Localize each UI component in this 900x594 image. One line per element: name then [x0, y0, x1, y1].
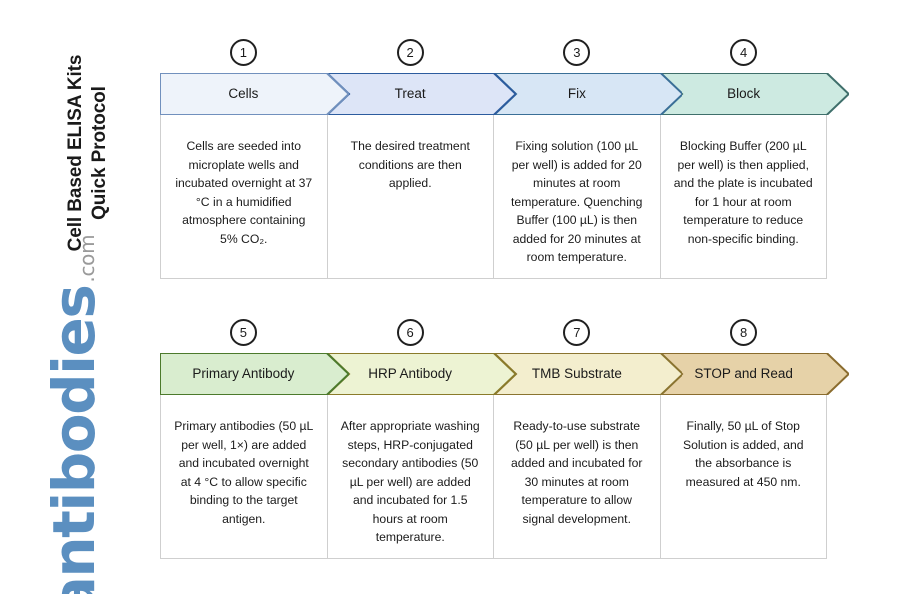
logo-wordmark: antibodies [40, 285, 108, 594]
step-description-cell-2: The desired treatment conditions are the… [328, 115, 494, 278]
step-description-cell-7: Ready-to-use substrate (50 µL per well) … [494, 395, 661, 558]
step-description-cell-6: After appropriate washing steps, HRP-con… [328, 395, 494, 558]
chevron-label: Cells [228, 85, 259, 101]
chevron-step-5[interactable]: Primary Antibody [160, 353, 349, 395]
chevron-shape [326, 353, 516, 395]
chevron-step-2[interactable]: Treat [326, 73, 516, 115]
step-number-badge-1: 1 [229, 38, 257, 66]
chevron-step-6[interactable]: HRP Antibody [326, 353, 516, 395]
chevron-shape [493, 73, 683, 115]
step-number-badge-5: 5 [229, 318, 257, 346]
step-number-cell: 8 [660, 314, 827, 350]
chevron-label: Primary Antibody [192, 365, 295, 381]
step-description-text: Blocking Buffer (200 µL per well) is the… [673, 139, 813, 246]
chevron-step-3[interactable]: Fix [493, 73, 683, 115]
step-number-cell: 4 [660, 34, 827, 70]
chevron-shape [493, 353, 683, 395]
chevron-strip-row-2: Primary Antibody HRP Antibody TMB Substrat… [160, 353, 850, 395]
step-number-row-2: 5 6 7 8 [160, 314, 827, 350]
step-number-row-1: 1 2 3 4 [160, 34, 827, 70]
step-number-cell: 3 [494, 34, 661, 70]
step-description-text: Fixing solution (100 µL per well) is add… [511, 139, 643, 265]
step-number-badge-7: 7 [563, 318, 591, 346]
chevron-label: Treat [394, 85, 426, 101]
chevron-step-1[interactable]: Cells [160, 73, 349, 115]
step-description-cell-4: Blocking Buffer (200 µL per well) is the… [661, 115, 827, 278]
antibodies-logo: antibodies .com [40, 5, 130, 594]
chevron-step-4[interactable]: Block [660, 73, 849, 115]
step-description-cell-3: Fixing solution (100 µL per well) is add… [494, 115, 661, 278]
step-description-text: After appropriate washing steps, HRP-con… [340, 419, 480, 545]
step-description-cell-8: Finally, 50 µL of Stop Solution is added… [661, 395, 827, 558]
step-description-text: Cells are seeded into microplate wells a… [175, 139, 313, 246]
chevron-label: Fix [567, 85, 586, 101]
chevron-step-8[interactable]: STOP and Read [660, 353, 849, 395]
logo-domain-suffix: .com [75, 234, 99, 283]
step-number-badge-3: 3 [563, 38, 591, 66]
step-number-cell: 7 [494, 314, 661, 350]
chevron-label: TMB Substrate [531, 365, 622, 381]
step-number-badge-8: 8 [730, 318, 758, 346]
chevron-shape [660, 353, 849, 395]
step-description-cell-5: Primary antibodies (50 µL per well, 1×) … [161, 395, 328, 558]
chevron-shape [160, 73, 349, 115]
step-number-badge-4: 4 [730, 38, 758, 66]
step-description-text: The desired treatment conditions are the… [350, 139, 470, 191]
step-number-cell: 2 [327, 34, 494, 70]
chevron-label: Block [727, 85, 761, 101]
chevron-label: HRP Antibody [368, 365, 453, 381]
step-number-cell: 1 [160, 34, 327, 70]
chevron-step-7[interactable]: TMB Substrate [493, 353, 683, 395]
step-description-text: Primary antibodies (50 µL per well, 1×) … [174, 419, 314, 526]
step-number-badge-6: 6 [396, 318, 424, 346]
step-description-cell-1: Cells are seeded into microplate wells a… [161, 115, 328, 278]
chevron-strip-row-1: Cells Treat Fix Block [160, 73, 850, 115]
step-number-cell: 6 [327, 314, 494, 350]
description-strip-row-2: Primary antibodies (50 µL per well, 1×) … [160, 395, 827, 559]
step-number-badge-2: 2 [396, 38, 424, 66]
chevron-shape [326, 73, 516, 115]
step-description-text: Ready-to-use substrate (50 µL per well) … [511, 419, 643, 526]
chevron-label: STOP and Read [694, 365, 793, 381]
step-description-text: Finally, 50 µL of Stop Solution is added… [682, 419, 804, 489]
chevron-shape [160, 353, 349, 395]
step-number-cell: 5 [160, 314, 327, 350]
protocol-row-2: 5 6 7 8 Primary Antibody HRP Antibody TMB Sub… [160, 314, 850, 564]
description-strip-row-1: Cells are seeded into microplate wells a… [160, 115, 827, 279]
chevron-shape [660, 73, 849, 115]
protocol-row-1: 1 2 3 4 Cells Treat Fix Block Cells are seeded… [160, 34, 850, 284]
